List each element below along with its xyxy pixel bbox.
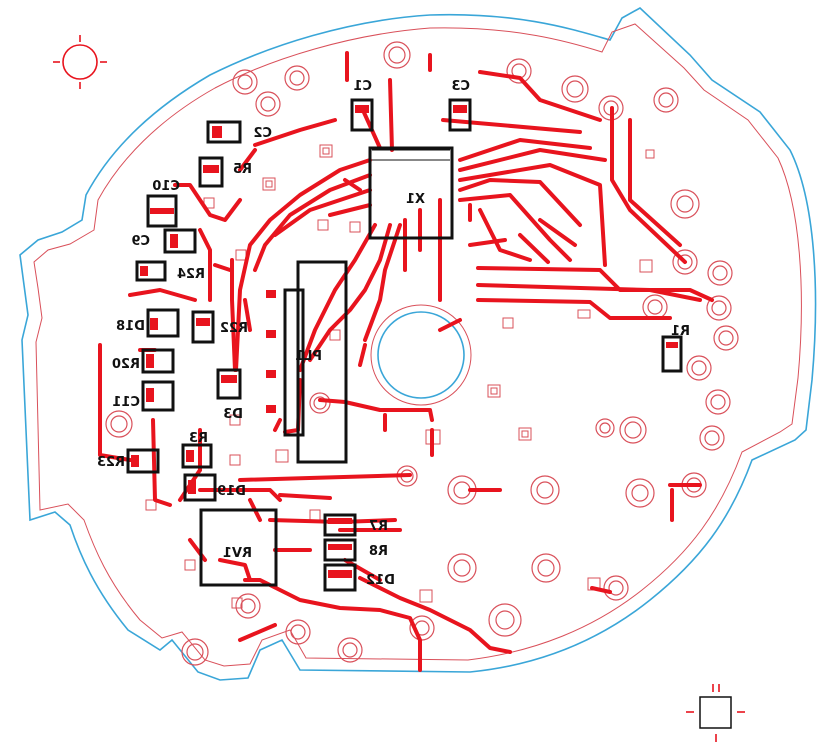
component-r23 xyxy=(126,448,160,474)
component-r22 xyxy=(191,310,215,344)
via-pad xyxy=(642,294,668,320)
component-rv1-body xyxy=(199,508,278,587)
via-pad xyxy=(699,425,725,451)
component-r5 xyxy=(198,156,224,188)
via-pad xyxy=(595,418,615,438)
via-pad xyxy=(561,75,589,103)
via-pad xyxy=(232,69,258,95)
component-r8 xyxy=(323,538,357,562)
label-d12: D12 xyxy=(366,573,395,588)
via-pad xyxy=(619,416,647,444)
silkscreen-labels: C1 C3 C2 R5 C10 C9 R24 D18 R22 R20 C11 D… xyxy=(97,79,690,588)
label-r24: R24 xyxy=(177,267,205,282)
via-pad xyxy=(603,575,629,601)
label-c3: C3 xyxy=(451,79,470,94)
label-d19: D19 xyxy=(217,484,246,499)
component-c11 xyxy=(141,380,175,412)
fiducial-square-icon xyxy=(686,684,745,742)
board-outline xyxy=(19,7,817,681)
copper-traces xyxy=(98,51,714,672)
component-d12 xyxy=(323,563,357,592)
via-pad xyxy=(706,295,732,321)
silkscreen-components xyxy=(126,98,683,592)
label-c11: C11 xyxy=(112,395,140,410)
via-pad xyxy=(672,249,698,275)
label-c1: C1 xyxy=(353,79,372,94)
component-x1-body xyxy=(368,146,454,240)
component-c9 xyxy=(163,228,197,254)
via-pad xyxy=(686,355,712,381)
via-pad xyxy=(235,593,261,619)
label-d18: D18 xyxy=(116,319,145,334)
via-pad xyxy=(705,389,731,415)
label-x1: X1 xyxy=(406,192,425,207)
component-r1 xyxy=(661,335,683,373)
component-r3 xyxy=(181,443,213,469)
label-d3: D3 xyxy=(223,407,243,422)
label-pl1: PL1 xyxy=(295,349,322,364)
component-c3 xyxy=(448,98,472,132)
label-r22: R22 xyxy=(220,321,248,336)
via-pad xyxy=(284,65,310,91)
via-pad xyxy=(530,475,560,505)
via-pad xyxy=(337,637,363,663)
via-pad xyxy=(383,41,411,69)
label-r8: R8 xyxy=(369,544,388,559)
component-c10 xyxy=(146,194,178,228)
label-rv1: RV1 xyxy=(223,546,252,561)
label-r7: R7 xyxy=(369,519,388,534)
component-r7 xyxy=(323,513,357,537)
label-r1: R1 xyxy=(671,324,690,339)
component-d18 xyxy=(146,308,180,338)
via-pad xyxy=(105,410,133,438)
via-pad xyxy=(707,260,733,286)
label-r20: R20 xyxy=(112,357,140,372)
component-pads xyxy=(131,105,678,578)
via-pad xyxy=(285,619,311,645)
fiducial-crosshair-icon xyxy=(53,35,107,89)
component-c1 xyxy=(350,98,374,132)
component-r24 xyxy=(135,260,167,282)
label-c10: C10 xyxy=(152,179,180,194)
via-pad xyxy=(531,553,561,583)
component-r20 xyxy=(141,348,175,374)
via-pad xyxy=(255,91,281,117)
via-pad xyxy=(309,392,331,414)
via-pad xyxy=(488,603,522,637)
component-pl1-body xyxy=(296,260,348,464)
component-d3 xyxy=(216,368,242,400)
label-c2: C2 xyxy=(253,126,272,141)
via-pad xyxy=(653,87,679,113)
component-c2 xyxy=(206,120,242,144)
label-r3: R3 xyxy=(189,431,208,446)
label-c9: C9 xyxy=(131,234,150,249)
via-pad xyxy=(670,189,700,219)
label-r23: R23 xyxy=(97,455,125,470)
via-pad xyxy=(625,478,655,508)
via-pad xyxy=(713,325,739,351)
board-inner-outline xyxy=(33,23,802,667)
via-pad xyxy=(181,638,209,666)
label-r5: R5 xyxy=(233,162,252,177)
via-pad xyxy=(447,553,477,583)
component-d19 xyxy=(183,473,217,502)
center-mount-hole xyxy=(370,304,472,406)
